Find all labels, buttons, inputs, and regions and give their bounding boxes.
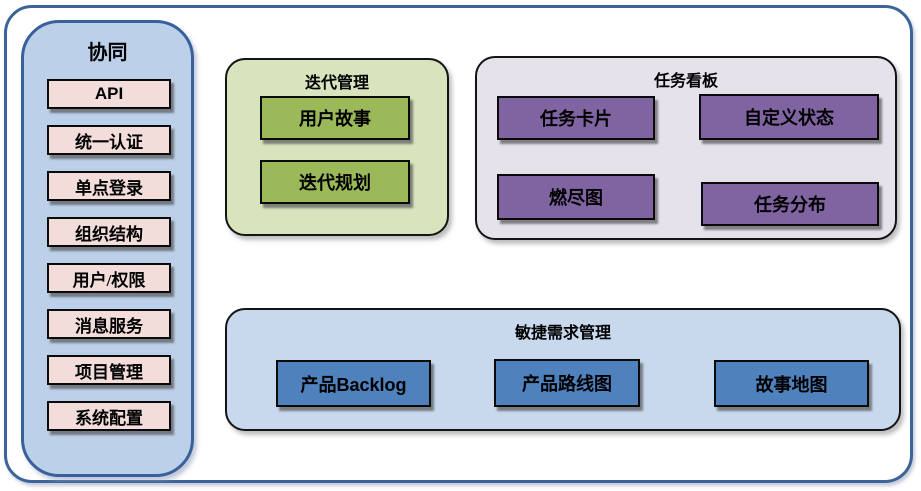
group-taskboard-title: 任务看板 — [653, 73, 718, 90]
node-story-map: 故事地图 — [714, 360, 869, 407]
sidebar-node-unified-auth: 统一认证 — [47, 125, 171, 155]
sidebar-node-user-permissions: 用户/权限 — [47, 263, 171, 293]
group-requirements-title: 敏捷需求管理 — [514, 325, 611, 342]
sidebar-title: 协同 — [87, 42, 128, 64]
group-iteration-management: 迭代管理 用户故事 迭代规划 — [225, 58, 449, 236]
outer-frame: 协同 API 统一认证 单点登录 组织结构 用户/权限 消息服务 项目管理 系统… — [4, 5, 913, 483]
sidebar-node-system-config: 系统配置 — [47, 401, 171, 431]
node-product-roadmap: 产品路线图 — [494, 359, 640, 407]
sidebar-item-list: API 统一认证 单点登录 组织结构 用户/权限 消息服务 项目管理 系统配置 — [47, 79, 171, 431]
group-task-board: 任务看板 任务卡片 自定义状态 燃尽图 任务分布 — [475, 56, 897, 240]
sidebar-node-message-service: 消息服务 — [47, 309, 171, 339]
node-task-card: 任务卡片 — [497, 96, 655, 140]
node-user-story: 用户故事 — [260, 96, 410, 140]
sidebar-node-project-management: 项目管理 — [47, 355, 171, 385]
group-iteration-title: 迭代管理 — [304, 75, 369, 92]
sidebar-node-org-structure: 组织结构 — [47, 217, 171, 247]
sidebar-collaboration: 协同 API 统一认证 单点登录 组织结构 用户/权限 消息服务 项目管理 系统… — [21, 20, 194, 477]
node-burndown-chart: 燃尽图 — [497, 174, 655, 220]
node-task-distribution: 任务分布 — [701, 182, 879, 226]
sidebar-node-sso: 单点登录 — [47, 171, 171, 201]
node-custom-status: 自定义状态 — [699, 94, 879, 140]
sidebar-node-api: API — [47, 79, 171, 109]
node-product-backlog: 产品Backlog — [276, 360, 431, 407]
node-iteration-planning: 迭代规划 — [260, 160, 410, 204]
group-agile-requirements: 敏捷需求管理 产品Backlog 产品路线图 故事地图 — [225, 308, 901, 431]
